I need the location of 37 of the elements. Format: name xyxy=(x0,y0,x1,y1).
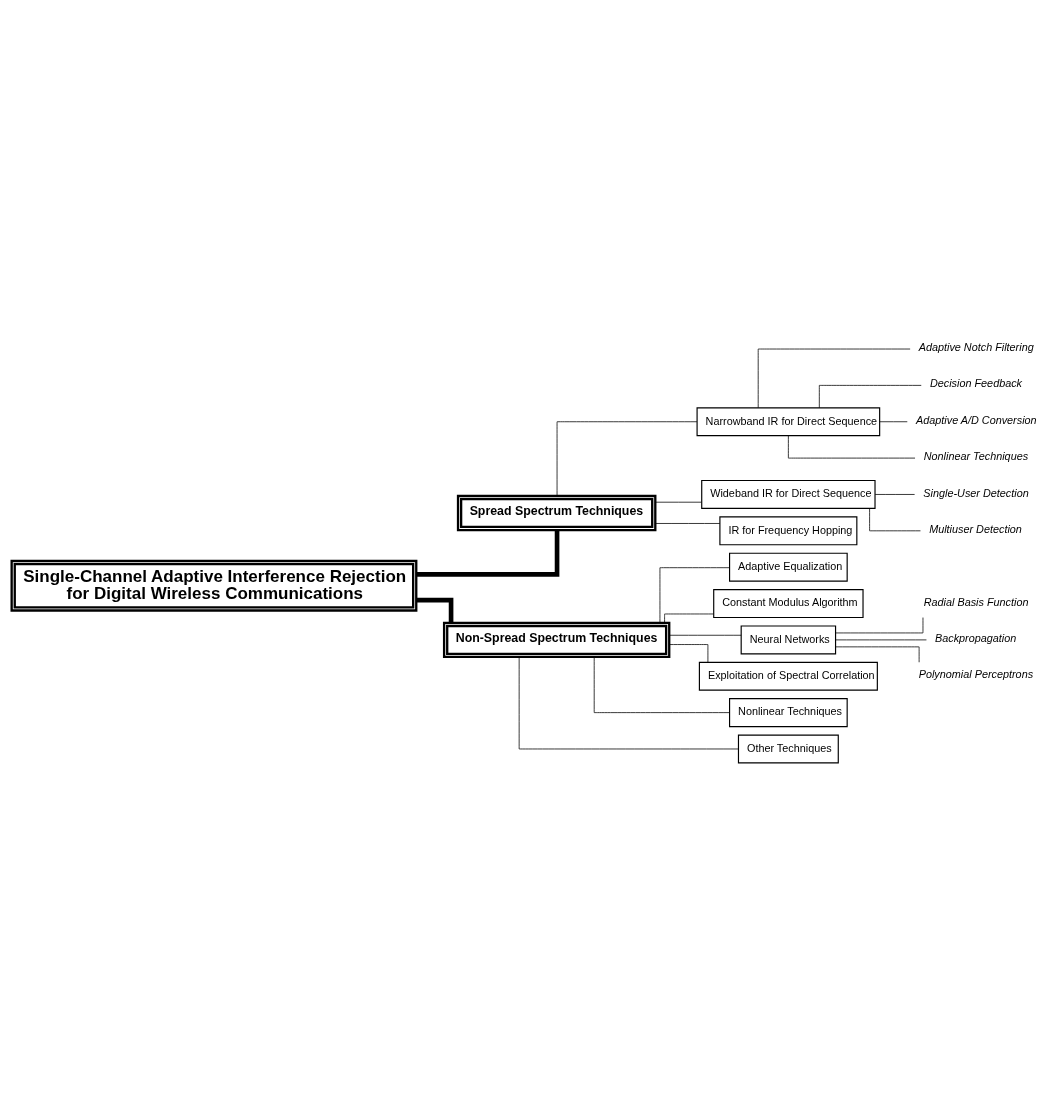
node-text: Multiuser Detection xyxy=(929,522,1022,535)
node-text: Nonlinear Techniques xyxy=(923,449,1029,462)
connector xyxy=(668,643,709,663)
connector xyxy=(835,616,924,633)
node-text: Adaptive Notch Filtering xyxy=(918,340,1034,353)
node-box: Narrowband IR for Direct Sequence xyxy=(696,406,881,436)
node-text: Radial Basis Function xyxy=(923,595,1029,608)
node-text: Backpropagation xyxy=(934,631,1017,644)
node-box: Constant Modulus Algorithm xyxy=(713,588,864,618)
connector xyxy=(835,645,920,663)
connector xyxy=(669,634,742,636)
connector xyxy=(655,501,702,503)
node-text: Decision Feedback xyxy=(929,376,1023,389)
connector xyxy=(879,420,908,422)
node-text: Adaptive A/D Conversion xyxy=(916,413,1037,426)
node-box: Exploitation of Spectral Correlation xyxy=(698,661,878,691)
node-box: Nonlinear Techniques xyxy=(729,697,848,727)
connector xyxy=(518,656,739,749)
node-text: Single-User Detection xyxy=(923,486,1029,499)
node-box: Neural Networks xyxy=(740,624,837,654)
connector xyxy=(788,434,916,458)
node-box: Wideband IR for Direct Sequence xyxy=(701,479,876,509)
connector xyxy=(757,348,911,408)
connector xyxy=(593,656,730,713)
connector xyxy=(835,639,927,640)
connector xyxy=(556,420,698,496)
connector xyxy=(655,522,721,524)
connector xyxy=(818,384,922,408)
connector xyxy=(869,507,921,531)
connector xyxy=(416,529,560,577)
connector xyxy=(874,493,915,495)
connector xyxy=(659,566,730,623)
node-box: Adaptive Equalization xyxy=(729,552,848,582)
connector xyxy=(664,613,714,623)
node-box: Other Techniques xyxy=(737,733,839,763)
node-text: Polynomial Perceptrons xyxy=(918,667,1034,680)
node-box: IR for Frequency Hopping xyxy=(719,515,858,545)
